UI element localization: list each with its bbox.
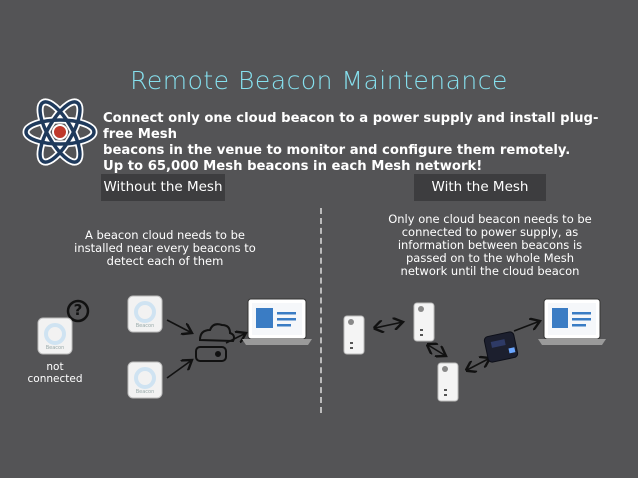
without-mesh-description: A beacon cloud needs to be installed nea… [60, 229, 270, 268]
desc-line: information between beacons is [397, 238, 583, 252]
desc-line: network until the cloud beacon [400, 264, 580, 278]
beacon-label: Beacon [135, 389, 155, 395]
intro-line-3: Up to 65,000 Mesh beacons in each Mesh n… [103, 159, 483, 174]
desc-line: Only one cloud beacon needs to be [388, 212, 592, 226]
intro-line-1: Connect only one cloud beacon to a power… [103, 111, 599, 142]
desc-line: A beacon cloud needs to be [84, 228, 245, 242]
label-line: not [46, 361, 64, 373]
desc-line: connected to power supply, as [401, 225, 579, 239]
desc-line: passed on to the whole Mesh [405, 251, 574, 265]
bidirectional-arrow-icon [428, 345, 446, 356]
question-mark: ? [73, 301, 83, 319]
section-divider [320, 208, 322, 413]
mesh-beacon-icon [413, 302, 435, 342]
arrow-icon [166, 319, 192, 333]
desc-line: detect each of them [106, 254, 224, 268]
beacon-label: Beacon [45, 345, 65, 351]
page-title: Remote Beacon Maintenance [130, 66, 508, 95]
intro-text: Connect only one cloud beacon to a power… [103, 111, 623, 175]
tab-with-mesh: With the Mesh [414, 174, 546, 201]
mesh-beacon-icon [437, 362, 459, 402]
bidirectional-arrow-icon [467, 358, 490, 370]
laptop-icon [538, 298, 606, 345]
label-line: connected [27, 373, 83, 385]
mesh-beacon-icon [343, 315, 365, 355]
cloud-hub-icon [195, 323, 235, 362]
cloud-beacon-device-icon [483, 331, 519, 363]
with-mesh-description: Only one cloud beacon needs to be connec… [370, 213, 610, 278]
intro-line-2: beacons in the venue to monitor and conf… [103, 143, 571, 158]
not-connected-label: not connected [22, 361, 88, 385]
desc-line: installed near every beacons to [74, 241, 256, 255]
beacon-label: Beacon [135, 323, 155, 329]
arrow-icon [166, 360, 192, 379]
tab-without-mesh: Without the Mesh [101, 174, 225, 201]
laptop-icon [242, 298, 312, 345]
arrow-icon [225, 333, 246, 344]
bidirectional-arrow-icon [375, 322, 403, 328]
arrow-icon [513, 321, 540, 332]
